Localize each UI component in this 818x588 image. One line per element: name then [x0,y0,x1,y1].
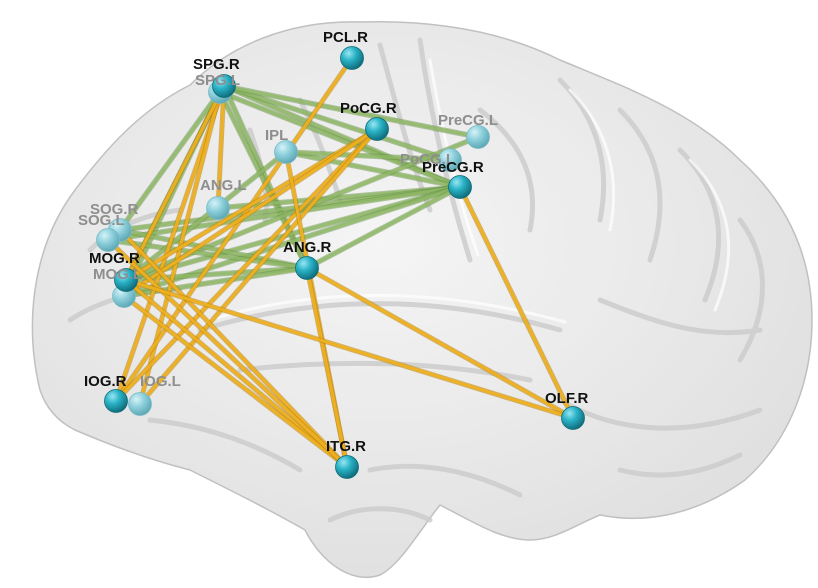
nodes-group [96,46,585,479]
node-label-iog-r: IOG.R [84,373,127,390]
node-label-ang-l: ANG.L [200,177,247,194]
node-label-pocg-l: PoCG.L [400,151,455,168]
node-label-olf-r: OLF.R [545,390,588,407]
node-pocg-r [365,117,389,141]
node-ang-r [295,256,319,280]
edge-green-ANG.R-PreCG.R [305,185,462,270]
edge-gold-MOG.R-OLF.R [124,278,575,420]
node-label-sog-l: SOG.L [78,212,125,229]
edge-gold-SOG.L-ITG.R [106,238,349,469]
edge-gold-SOG.R-ITG.R [118,228,349,469]
edge-gold-SPG.R-ANG.L [216,84,226,210]
edge-green-SOG.R-ANG.R [118,228,309,270]
node-label-mog-r: MOG.R [89,250,140,267]
node-label-sog-r: SOG.R [90,201,139,218]
node-label-itg-r: ITG.R [326,438,366,455]
edges-gold-group [105,55,576,470]
node-ipl [274,140,298,164]
edge-green-SPG.R-PreCG.L [222,84,480,139]
edge-green-SPG.L-ANG.R [218,90,309,270]
node-ang-l [206,196,230,220]
edge-green-SPG.L-PreCG.R [218,90,462,189]
node-label-mog-l: MOG.L [93,266,142,283]
node-precg-r [448,175,472,199]
edge-gold-PoCG.R-IOG.L [138,127,379,406]
node-label-pcl-r: PCL.R [323,29,368,46]
node-label-iog-l: IOG.L [140,373,181,390]
node-precg-l [466,125,490,149]
node-label-spg-r: SPG.R [193,56,240,73]
edge-green-SPG.R-SOG.R [118,84,226,232]
node-spg-r [212,74,236,98]
node-label-precg-r: PreCG.R [422,159,484,176]
edge-gold-MOG.L-ITG.R [122,294,349,469]
edge-gold-PoCG.R-IOG.R [114,127,379,403]
edge-green-MOG.R-PreCG.R [124,185,462,282]
edge-gold-ANG.R-OLF.R [305,266,575,420]
edge-green-IPL-MOG.R [124,150,288,282]
node-itg-r [335,455,359,479]
edge-green-IPL-PreCG.R [284,150,462,189]
edge-gold-ANG.R-ITG.R [305,266,349,469]
node-pcl-r [340,46,364,70]
edge-gold-PreCG.R-OLF.R [458,185,575,420]
edge-gold-PoCG.R-MOG.L [122,127,379,298]
brain-surface [31,21,813,578]
node-mog-r [114,268,138,292]
node-pocg-l [438,148,462,172]
node-label-ang-r: ANG.R [283,239,332,256]
node-label-spg-l: SPG.L [195,72,240,89]
node-label-pocg-r: PoCG.R [340,100,397,117]
edge-gold-PCL.R-IOG.R [114,56,354,403]
node-sog-l [96,228,120,252]
edge-green-SPG.R-PoCG.L [222,84,452,162]
node-label-precg-l: PreCG.L [438,112,498,129]
edge-green-SOG.L-PreCG.R [106,185,462,242]
edge-gold-SPG.R-MOG.R [124,84,226,282]
node-olf-r [561,406,585,430]
node-label-ipl: IPL [265,127,288,144]
node-iog-r [104,389,128,413]
node-iog-l [128,392,152,416]
